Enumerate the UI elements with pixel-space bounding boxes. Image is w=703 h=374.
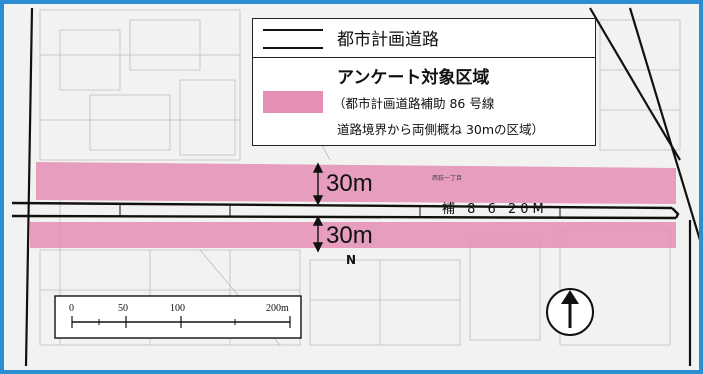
- legend-row-road: 都市計画道路: [253, 19, 595, 58]
- legend-box: 都市計画道路 アンケート対象区域 （都市計画道路補助 86 号線 道路境界から両…: [252, 18, 596, 146]
- planned-road: [11, 201, 680, 220]
- double-arrow-icon: [312, 162, 324, 253]
- dimension-label-upper: 30m: [326, 170, 373, 197]
- survey-title: アンケート対象区域: [337, 68, 490, 88]
- survey-note-line2: 道路境界から両側概ね 30mの区域）: [337, 122, 545, 137]
- road-code-label: 補 8 6 20M: [442, 202, 548, 217]
- place-label: 西荻一丁目: [432, 175, 463, 182]
- scale-tick-0: 0: [69, 303, 74, 314]
- north-marker: N: [346, 253, 357, 267]
- scale-bar: [54, 295, 302, 339]
- scale-tick-100: 100: [170, 303, 185, 314]
- survey-swatch: [263, 91, 323, 113]
- dimension-label-lower: 30m: [326, 222, 373, 249]
- scale-tick-200m: 200m: [266, 303, 289, 314]
- road-swatch: [263, 29, 323, 49]
- survey-area: [30, 162, 676, 248]
- road-label: 都市計画道路: [337, 30, 439, 50]
- boundary-lines: [24, 7, 703, 367]
- scale-tick-50: 50: [118, 303, 128, 314]
- road-segment-ticks: [119, 204, 561, 218]
- north-arrow-icon: [546, 288, 594, 336]
- survey-note-line1: （都市計画道路補助 86 号線: [333, 96, 495, 111]
